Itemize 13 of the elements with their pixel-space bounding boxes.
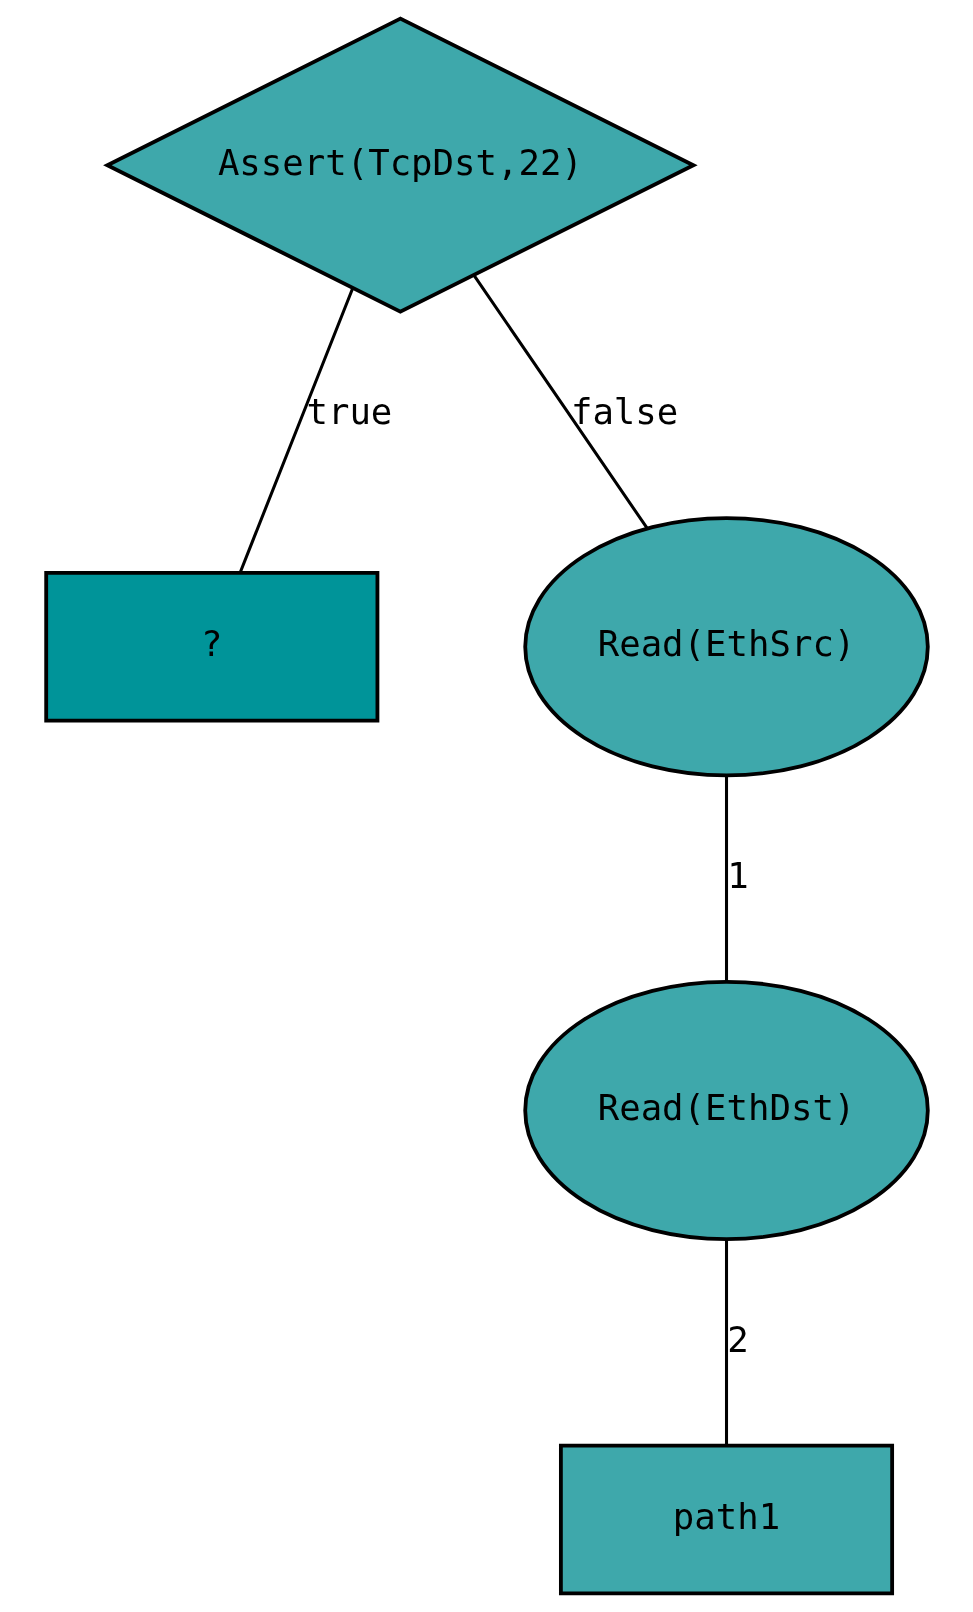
node-box: ? (43, 570, 379, 723)
edge-label: true (305, 391, 392, 433)
node-box: path1 (558, 1443, 894, 1596)
node-ellipse: Read(EthDst) (522, 979, 930, 1242)
connector (238, 287, 354, 573)
node-ellipse: Read(EthSrc) (522, 516, 930, 778)
edge-label: 1 (726, 855, 749, 897)
connector (724, 775, 728, 982)
edge-label: 2 (726, 1318, 749, 1360)
connector (724, 1239, 728, 1445)
connector (472, 274, 648, 530)
edge-label: false (570, 391, 678, 433)
node-diamond: Assert(TcpDst,22) (102, 16, 698, 314)
